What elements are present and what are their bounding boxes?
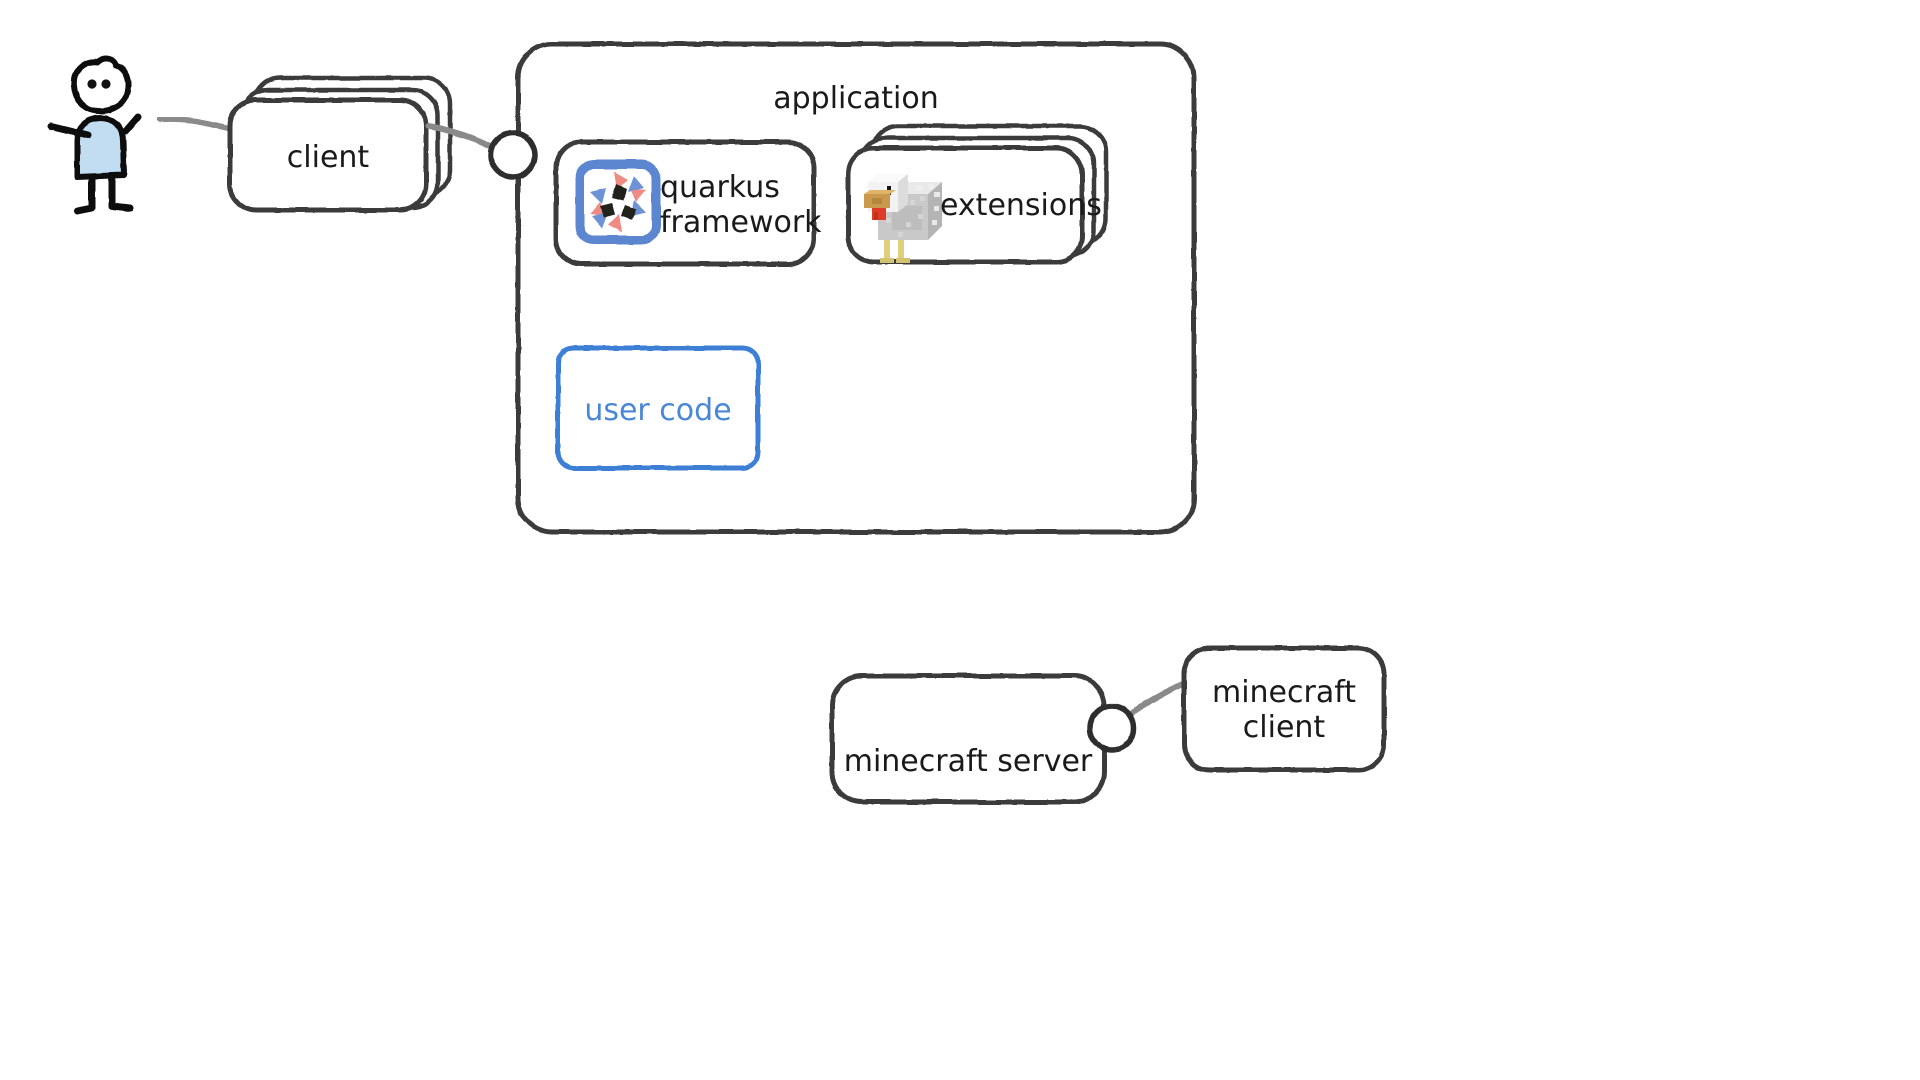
node-minecraft-server-box[interactable] <box>829 673 1107 805</box>
minecraft-chicken-icon <box>864 174 942 263</box>
node-label-minecraft-client: minecraft client <box>1211 675 1357 745</box>
node-label-minecraft-server: minecraft server <box>843 744 1093 779</box>
node-user-code-box[interactable] <box>555 345 761 471</box>
node-client-box[interactable] <box>227 97 429 213</box>
connector-server-to-minecraft-client <box>1125 679 1191 719</box>
node-label-extensions: extensions <box>940 188 1102 223</box>
actor-eye-left <box>87 79 97 89</box>
page-title: application <box>773 81 939 116</box>
socket-minecraft-server-client <box>1087 703 1137 753</box>
node-label-user-code: user code <box>584 393 732 428</box>
socket-client-application <box>488 130 538 180</box>
node-label-client: client <box>286 140 370 175</box>
connector-actor-to-client <box>157 116 235 132</box>
actor-stick-figure-icon <box>47 55 142 215</box>
quarkus-logo-icon <box>575 159 661 245</box>
actor-eye-right <box>101 79 111 89</box>
node-minecraft-client-box[interactable] <box>1181 645 1387 773</box>
node-label-quarkus-framework: quarkus framework <box>660 170 822 240</box>
